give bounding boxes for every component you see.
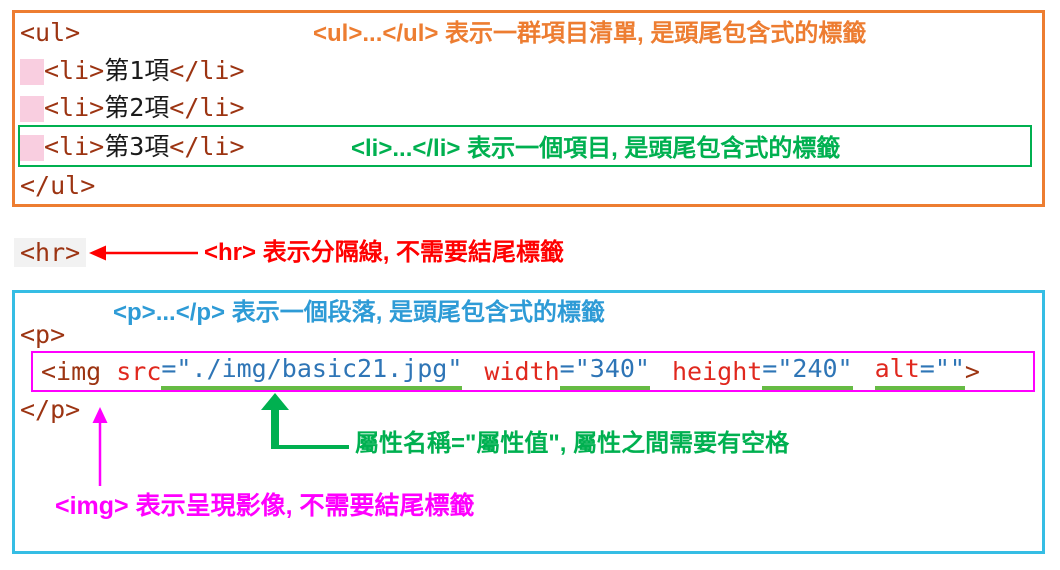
img-src-attr: src xyxy=(116,356,162,386)
li-line-3: <li>第3項</li> xyxy=(20,132,245,162)
p-close-tag: </p> xyxy=(20,395,81,424)
p-example-box: <p>...</p> 表示一個段落, 是頭尾包含式的標籤 <p> <img sr… xyxy=(12,290,1045,554)
li-line-1: <li>第1項</li> xyxy=(20,56,245,86)
img-highlight-box: <img src ="./img/basic21.jpg" width ="34… xyxy=(31,351,1035,392)
li-highlight-box xyxy=(18,125,1032,167)
li-line-2: <li>第2項</li> xyxy=(20,93,245,123)
green-arrow-up-icon xyxy=(261,393,349,449)
p-annotation: <p>...</p> 表示一個段落, 是頭尾包含式的標籤 xyxy=(113,299,606,326)
img-annotation: <img> 表示呈現影像, 不需要結尾標籤 xyxy=(55,492,475,520)
li-annotation: <li>...</li> 表示一個項目, 是頭尾包含式的標籤 xyxy=(351,135,841,162)
li-text: 第2項 xyxy=(104,93,170,122)
img-alt-group: alt="" xyxy=(874,353,965,390)
li-close-tag: </li> xyxy=(169,132,245,161)
ul-example-box: <ul> <ul>...</ul> 表示一群項目清單, 是頭尾包含式的標籤 <l… xyxy=(12,10,1045,207)
p-open-tag: <p> xyxy=(20,320,66,349)
li-open-tag: <li> xyxy=(44,132,105,161)
hr-tag: <hr> xyxy=(14,238,87,267)
indent-highlight xyxy=(20,135,44,161)
hr-annotation: <hr> 表示分隔線, 不需要結尾標籤 xyxy=(204,239,565,266)
li-open-tag: <li> xyxy=(44,93,105,122)
img-tag-open: <img xyxy=(41,356,102,386)
p-open-code: <p> xyxy=(20,320,65,350)
img-height-attr: height xyxy=(671,356,763,386)
img-alt-attr: alt xyxy=(874,353,920,383)
img-height-value: ="240" xyxy=(762,354,853,390)
li-close-tag: </li> xyxy=(169,93,245,122)
hr-code: <hr> xyxy=(14,238,87,268)
img-alt-value: ="" xyxy=(919,353,965,383)
red-arrow-left-icon xyxy=(89,245,198,261)
img-tag-close: > xyxy=(964,356,980,386)
ul-open-tag: <ul> xyxy=(20,18,81,47)
li-text: 第1項 xyxy=(104,56,170,85)
img-src-value: ="./img/basic21.jpg" xyxy=(161,354,463,390)
ul-close-code: </ul> xyxy=(20,171,95,201)
li-open-tag: <li> xyxy=(44,56,105,85)
p-close-code: </p> xyxy=(20,395,80,425)
attr-annotation: 屬性名稱="屬性值", 屬性之間需要有空格 xyxy=(355,430,790,457)
ul-annotation: <ul>...</ul> 表示一群項目清單, 是頭尾包含式的標籤 xyxy=(313,20,867,47)
img-width-attr: width xyxy=(484,356,560,386)
img-width-value: ="340" xyxy=(559,354,650,390)
magenta-arrow-up-icon xyxy=(92,407,108,486)
ul-close-tag: </ul> xyxy=(20,171,96,200)
indent-highlight xyxy=(20,96,44,122)
li-text: 第3項 xyxy=(104,132,170,161)
li-close-tag: </li> xyxy=(169,56,245,85)
ul-open-code: <ul> xyxy=(20,18,80,48)
indent-highlight xyxy=(20,59,44,85)
